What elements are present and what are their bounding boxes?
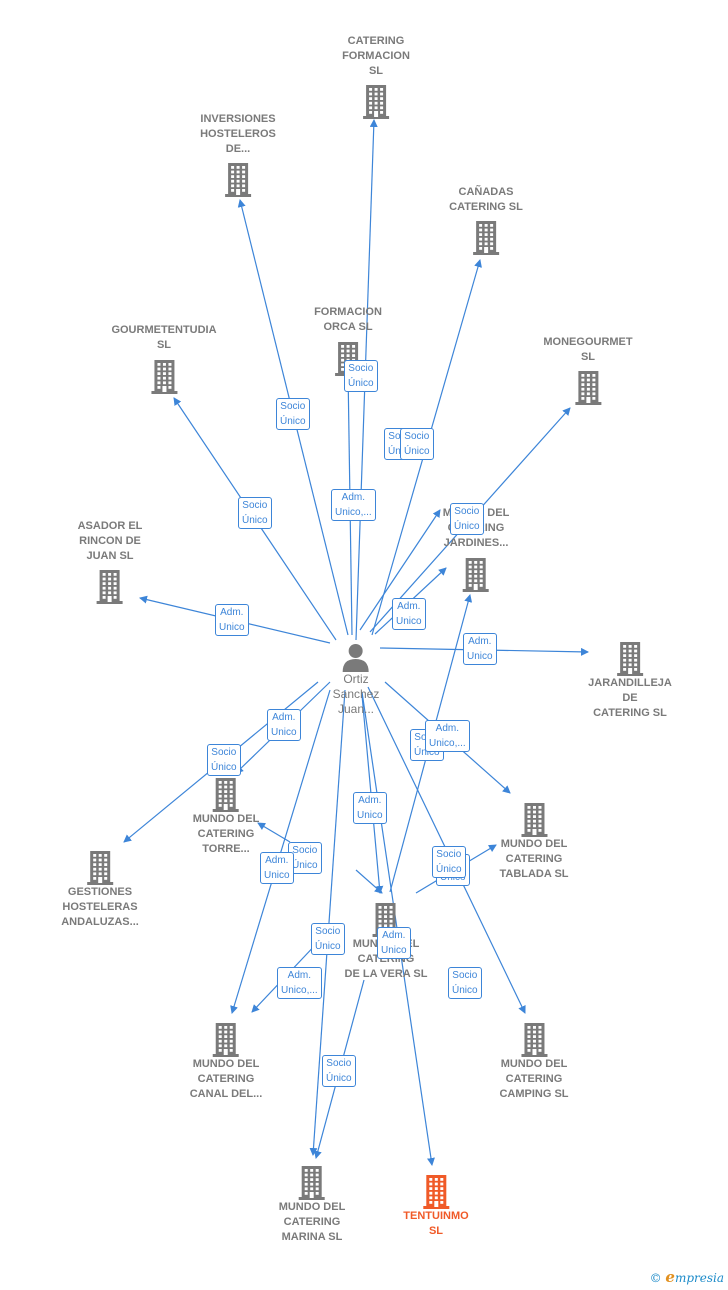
building-icon [521, 1023, 547, 1057]
company-node-camping[interactable]: MUNDO DEL CATERING CAMPING SL [499, 1023, 569, 1102]
edge-label-6[interactable]: Socio Único [450, 503, 484, 535]
edge-20 [230, 689, 331, 1014]
edge-label-9[interactable]: Adm. Unico [463, 633, 497, 665]
edge-label-13[interactable]: Adm. Unico [353, 792, 387, 824]
company-label: MUNDO DEL CATERING CAMPING SL [499, 1058, 569, 1100]
company-node-inversiones[interactable]: INVERSIONES HOSTELEROS DE... [200, 112, 276, 197]
edge-label-12[interactable]: Socio Único [207, 744, 241, 776]
person-node[interactable]: Ortiz Sanchez Juan... [332, 642, 380, 717]
building-icon [574, 371, 601, 405]
edge-label-22[interactable]: Socio Único [322, 1055, 356, 1087]
building-icon [97, 570, 123, 604]
edge-label-16[interactable]: Adm. Unico [260, 852, 294, 884]
edge-label-17[interactable]: Socio Único [311, 923, 345, 955]
building-icon [224, 163, 251, 197]
building-icon [616, 642, 643, 676]
edge-label-8[interactable]: Adm. Unico [392, 598, 426, 630]
company-label: CAÑADAS CATERING SL [449, 186, 523, 213]
empresia-logo[interactable]: © empresia [650, 1268, 724, 1286]
building-icon [520, 803, 547, 837]
edge-label-23[interactable]: Socio Único [432, 846, 466, 878]
company-node-tentuinmo[interactable]: TENTUINMO SL [403, 1175, 469, 1239]
edge-label-14[interactable]: Adm. Unico,... [425, 720, 470, 752]
company-label: JARANDILLEJA DE CATERING SL [588, 677, 672, 719]
edge-17 [309, 689, 346, 1156]
edge-label-10[interactable]: Adm. Unico [267, 709, 301, 741]
company-node-canal[interactable]: MUNDO DEL CATERING CANAL DEL... [189, 1023, 263, 1102]
building-icon [362, 85, 389, 119]
company-node-asador[interactable]: ASADOR EL RINCON DE JUAN SL [77, 519, 143, 604]
company-node-gourmetentudia[interactable]: GOURMETENTUDIA SL [111, 323, 217, 394]
company-label: MUNDO DEL CATERING MARINA SL [278, 1201, 346, 1243]
edge-label-19[interactable]: Adm. Unico [377, 927, 411, 959]
edge-19 [355, 869, 383, 894]
edge-label-1[interactable]: Socio Único [276, 398, 310, 430]
company-node-gestiones[interactable]: GESTIONES HOSTELERAS ANDALUZAS... [61, 851, 139, 930]
building-icon [150, 360, 177, 394]
company-label: MUNDO DEL CATERING TABLADA SL [499, 838, 569, 880]
edge-label-7[interactable]: Adm. Unico [215, 604, 249, 636]
company-node-canadas[interactable]: CAÑADAS CATERING SL [449, 185, 523, 255]
building-icon [298, 1166, 325, 1200]
edge-label-5[interactable]: Adm. Unico,... [331, 489, 376, 521]
company-node-tablada[interactable]: MUNDO DEL CATERING TABLADA SL [499, 803, 569, 882]
company-node-jarandilleja[interactable]: JARANDILLEJA DE CATERING SL [588, 642, 672, 721]
building-icon [213, 1023, 239, 1057]
building-icon [86, 851, 113, 885]
edge-label-4[interactable]: Socio Único [238, 497, 272, 529]
company-label: ASADOR EL RINCON DE JUAN SL [77, 520, 143, 562]
building-icon [422, 1175, 449, 1209]
person-icon [342, 644, 369, 672]
company-label: CATERING FORMACION SL [342, 35, 410, 77]
company-label: FORMACION ORCA SL [314, 306, 382, 333]
edge-6 [359, 509, 441, 631]
building-icon [212, 778, 239, 812]
person-label: Ortiz Sanchez Juan... [332, 672, 380, 716]
edge-label-15[interactable]: Socio Único [288, 842, 322, 874]
company-label: MUNDO DEL CATERING TORRE... [192, 813, 260, 855]
company-label: GESTIONES HOSTELERAS ANDALUZAS... [61, 886, 139, 928]
edge-label-21[interactable]: Socio Único [448, 967, 482, 999]
building-icon [473, 221, 499, 255]
logo-text: mpresia [674, 1271, 724, 1285]
company-label: INVERSIONES HOSTELEROS DE... [200, 113, 276, 155]
copyright-symbol: © [649, 1271, 662, 1285]
logo-e: e [665, 1268, 675, 1286]
company-node-torre[interactable]: MUNDO DEL CATERING TORRE... [192, 778, 260, 857]
company-label: MONEGOURMET SL [543, 336, 633, 363]
company-label: MUNDO DEL CATERING DE LA VERA SL [344, 938, 428, 980]
company-node-marina[interactable]: MUNDO DEL CATERING MARINA SL [278, 1166, 346, 1245]
company-label: MUNDO DEL CATERING CANAL DEL... [189, 1058, 263, 1100]
company-label: GOURMETENTUDIA SL [111, 324, 217, 351]
edge-label-3[interactable]: Socio Único [400, 428, 434, 460]
company-node-monegourmet[interactable]: MONEGOURMET SL [543, 335, 633, 405]
building-icon [462, 558, 489, 592]
company-node-formacion_catering[interactable]: CATERING FORMACION SL [342, 34, 410, 119]
edge-label-0[interactable]: Socio Único [344, 360, 378, 392]
company-label: TENTUINMO SL [403, 1210, 469, 1237]
edge-label-20[interactable]: Adm. Unico,... [277, 967, 322, 999]
